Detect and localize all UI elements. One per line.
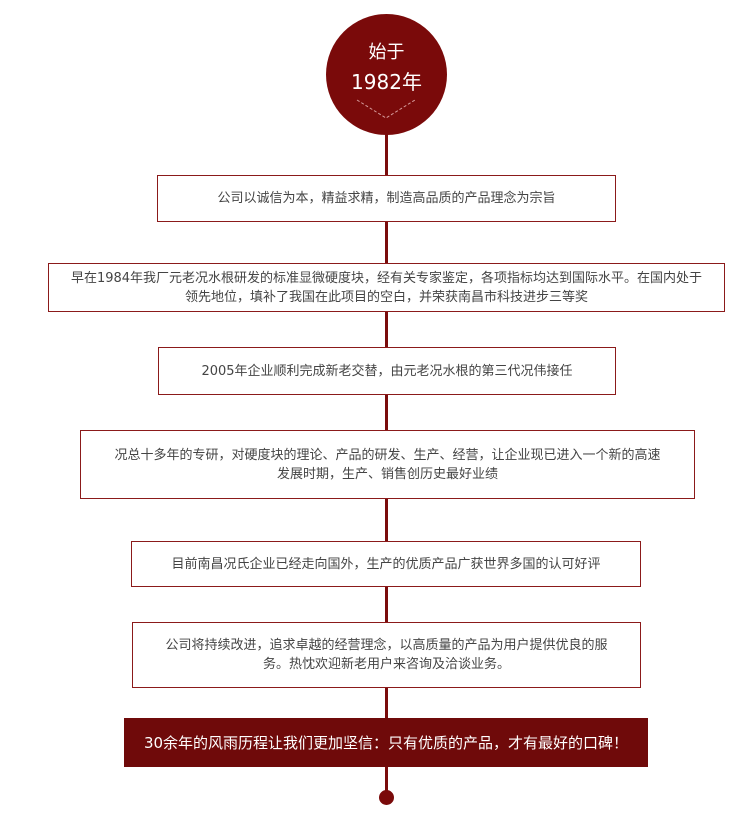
milestone-box: 早在1984年我厂元老况水根研发的标准显微硬度块，经有关专家鉴定，各项指标均达到… bbox=[48, 263, 725, 312]
chevron-down-icon bbox=[356, 99, 416, 119]
start-year: 1982年 bbox=[351, 70, 422, 94]
milestone-box: 2005年企业顺利完成新老交替，由元老况水根的第三代况伟接任 bbox=[158, 347, 616, 395]
milestone-box: 况总十多年的专研，对硬度块的理论、产品的研发、生产、经营，让企业现已进入一个新的… bbox=[80, 430, 695, 499]
timeline-end-dot bbox=[379, 790, 394, 805]
conclusion-banner: 30余年的风雨历程让我们更加坚信：只有优质的产品，才有最好的口碑！ bbox=[124, 718, 648, 767]
milestone-box: 公司以诚信为本，精益求精，制造高品质的产品理念为宗旨 bbox=[157, 175, 616, 222]
milestone-box: 目前南昌况氏企业已经走向国外，生产的优质产品广获世界多国的认可好评 bbox=[131, 541, 641, 587]
start-label: 始于 bbox=[368, 42, 405, 63]
start-badge: 始于 1982年 bbox=[326, 14, 447, 135]
milestone-box: 公司将持续改进，追求卓越的经营理念，以高质量的产品为用户提供优良的服务。热忱欢迎… bbox=[132, 622, 641, 688]
